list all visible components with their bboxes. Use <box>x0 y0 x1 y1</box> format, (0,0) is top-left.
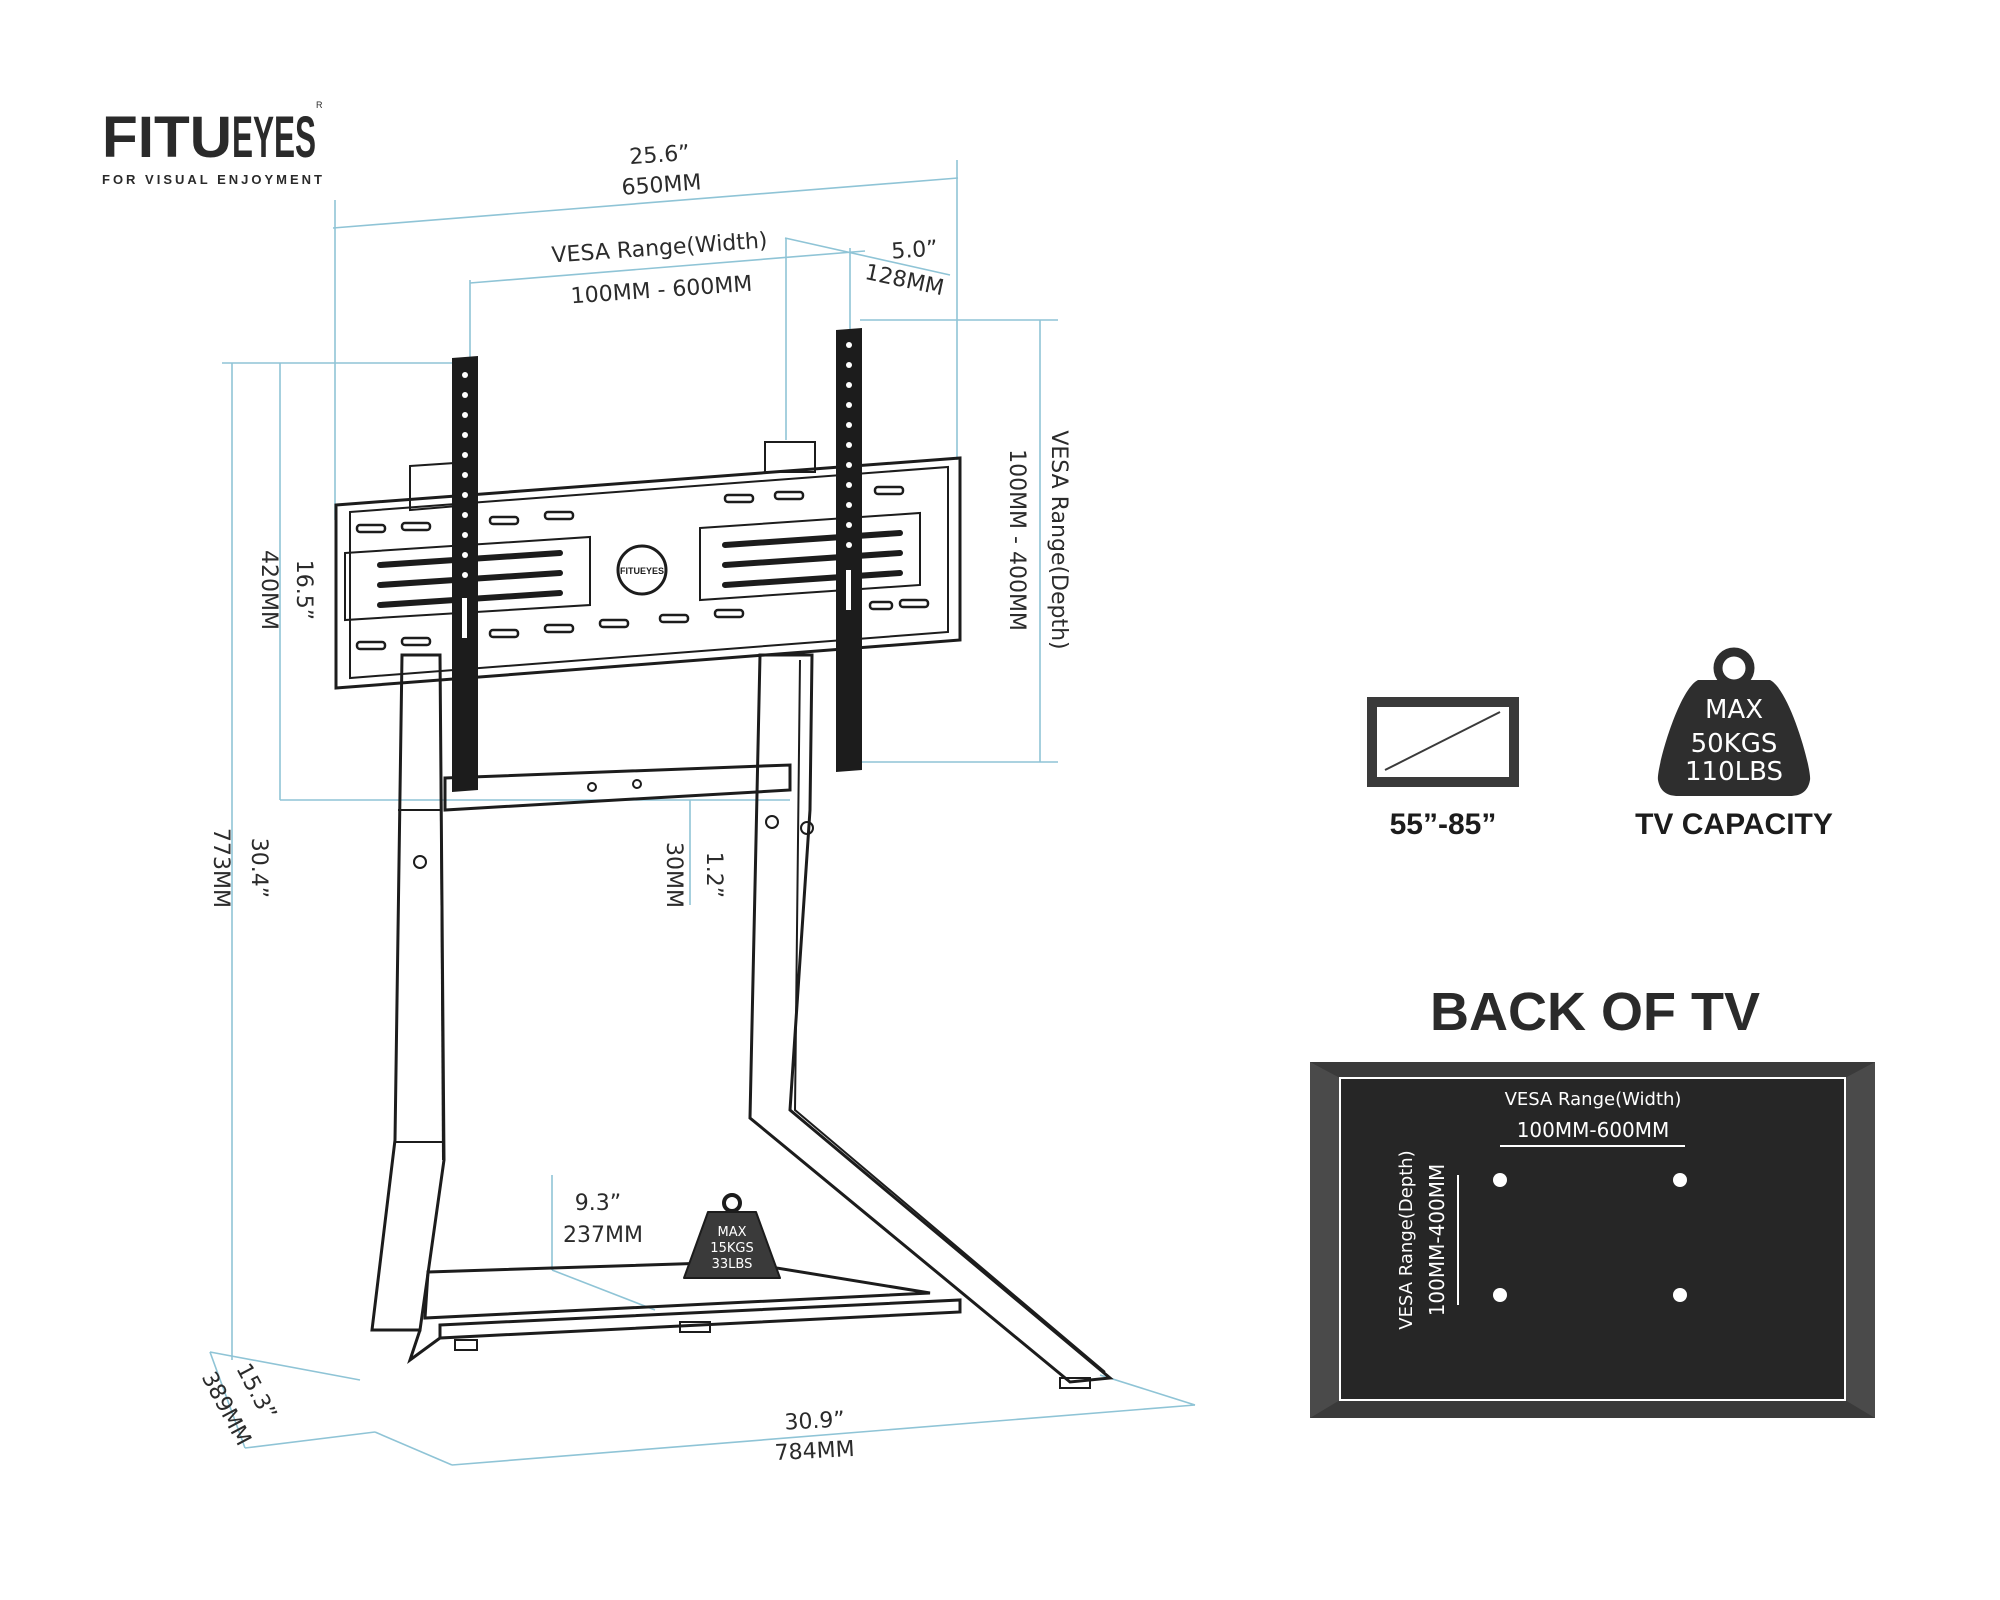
brand-tagline: FOR VISUAL ENJOYMENT <box>102 172 325 187</box>
vesa-hole <box>1493 1173 1507 1187</box>
dimension-labels: 25.6” 650MM VESA Range(Width) 100MM - 60… <box>196 141 1071 1466</box>
back-width-label: VESA Range(Width) <box>1505 1089 1682 1110</box>
back-width-value: 100MM-600MM <box>1517 1118 1670 1142</box>
vesa-hole <box>1493 1288 1507 1302</box>
dim-shelf-in: 9.3” <box>575 1191 621 1216</box>
back-of-tv-title: BACK OF TV <box>1430 982 1760 1042</box>
dim-width-in: 25.6” <box>629 141 691 170</box>
dim-bracket-mm: 420MM <box>256 550 281 630</box>
tv-size-label: 55”-85” <box>1390 808 1497 841</box>
back-depth-label: VESA Range(Depth) <box>1396 1150 1417 1329</box>
tv-stand-drawing: FITUEYES <box>334 328 1114 1389</box>
tv-capacity-line1: MAX <box>1705 695 1763 725</box>
dim-vesa-depth-label: VESA Range(Depth) <box>1046 430 1071 649</box>
dim-total-mm: 773MM <box>208 828 233 908</box>
dim-offset-in: 5.0” <box>891 236 939 264</box>
registered-mark: R <box>316 100 323 110</box>
dim-base-width-in: 30.9” <box>784 1407 846 1435</box>
dim-vesa-depth-value: 100MM - 400MM <box>1004 449 1029 631</box>
shelf-capacity-line3: 33LBS <box>712 1257 753 1272</box>
dim-shelf-mm: 237MM <box>563 1223 643 1248</box>
tv-capacity-line2: 50KGS <box>1691 729 1778 759</box>
weight-icon <box>1713 647 1755 689</box>
vesa-hole <box>1673 1173 1687 1187</box>
dim-bracket-in: 16.5” <box>291 560 316 620</box>
dim-adjust-mm: 30MM <box>661 842 686 908</box>
shelf-capacity-line2: 15KGS <box>710 1241 753 1256</box>
shelf-capacity-weight-icon: MAX 15KGS 33LBS <box>683 1193 781 1279</box>
dim-offset-mm: 128MM <box>863 260 946 301</box>
dim-base-width-mm: 784MM <box>774 1437 855 1466</box>
back-depth-value: 100MM-400MM <box>1425 1164 1449 1317</box>
badge-logo-text: FITUEYES <box>620 566 664 576</box>
dim-total-in: 30.4” <box>246 838 271 898</box>
dim-vesa-width-value: 100MM - 600MM <box>570 272 753 310</box>
tv-capacity-line3: 110LBS <box>1685 757 1783 787</box>
shelf-capacity-line1: MAX <box>717 1225 746 1240</box>
badge-circle <box>616 544 668 596</box>
vesa-hole <box>1673 1288 1687 1302</box>
dim-width-mm: 650MM <box>621 170 703 201</box>
brand-name-light: FITU <box>102 105 232 170</box>
tv-capacity-spec: MAX 50KGS 110LBS TV CAPACITY <box>1635 647 1833 841</box>
tv-size-spec: 55”-85” <box>1367 697 1519 841</box>
back-of-tv-panel: VESA Range(Width) 100MM-600MM VESA Range… <box>1310 1062 1875 1418</box>
brand-logo: FITU EYES R FOR VISUAL ENJOYMENT <box>102 100 325 187</box>
dim-vesa-width-label: VESA Range(Width) <box>551 229 768 269</box>
dim-adjust-in: 1.2” <box>701 852 726 898</box>
brand-name-bold: EYES <box>232 105 316 170</box>
tv-capacity-label: TV CAPACITY <box>1635 808 1833 841</box>
dimension-lines <box>209 160 1196 1466</box>
